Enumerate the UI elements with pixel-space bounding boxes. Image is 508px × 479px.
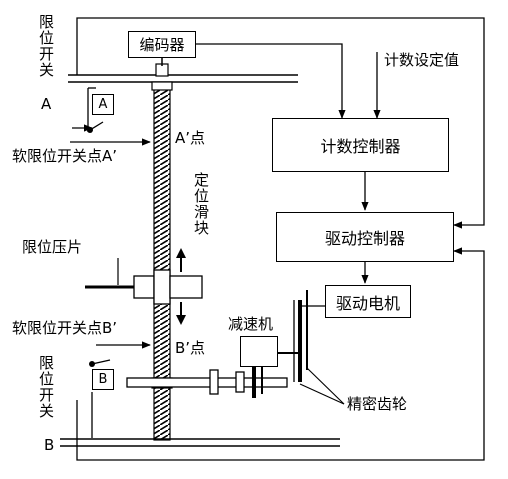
limit-switch-a-mechanism <box>87 87 104 133</box>
positioning-slider-label: 定位滑块 <box>192 172 210 236</box>
drive-controller-block: 驱动控制器 <box>276 212 454 262</box>
point-b-label: B’点 <box>175 339 206 357</box>
slider-motion-arrows <box>176 248 186 325</box>
soft-limit-a-label: 软限位开关点A’ <box>12 147 118 165</box>
reducer-block <box>240 336 278 367</box>
limit-switch-top-id: A <box>41 95 52 113</box>
bottom-frame-rail <box>60 438 340 447</box>
encoder-block: 编码器 <box>128 31 196 58</box>
switch-a-box: A <box>92 94 114 115</box>
count-setpoint-label: 计数设定值 <box>384 51 460 69</box>
limit-press-rod <box>85 258 134 289</box>
encoder-feedback-line <box>76 17 485 229</box>
reducer-shaft <box>278 290 325 382</box>
precision-gear-pointers <box>299 367 345 405</box>
limit-switch-b-mechanism <box>89 359 111 438</box>
precision-gear-label: 精密齿轮 <box>347 395 408 413</box>
count-controller-block: 计数控制器 <box>272 118 449 172</box>
drive-motor-block: 驱动电机 <box>325 285 411 318</box>
limit-switch-bottom-label: 限位开关 <box>37 355 55 419</box>
limit-b-feedback-line <box>76 247 485 461</box>
positioning-slider <box>133 269 203 305</box>
top-frame-rail <box>68 74 298 83</box>
limit-switch-bottom-id: B <box>44 436 55 454</box>
encoder-to-counter-line <box>196 43 346 119</box>
limit-press-plate-label: 限位压片 <box>22 238 83 256</box>
soft-limit-b-label: 软限位开关点B’ <box>12 319 118 337</box>
gear-train <box>126 362 288 398</box>
point-a-label: A’点 <box>175 129 206 147</box>
limit-switch-top-label: 限位开关 <box>37 14 55 78</box>
switch-b-box: B <box>92 369 114 390</box>
reducer-label: 减速机 <box>228 315 274 333</box>
